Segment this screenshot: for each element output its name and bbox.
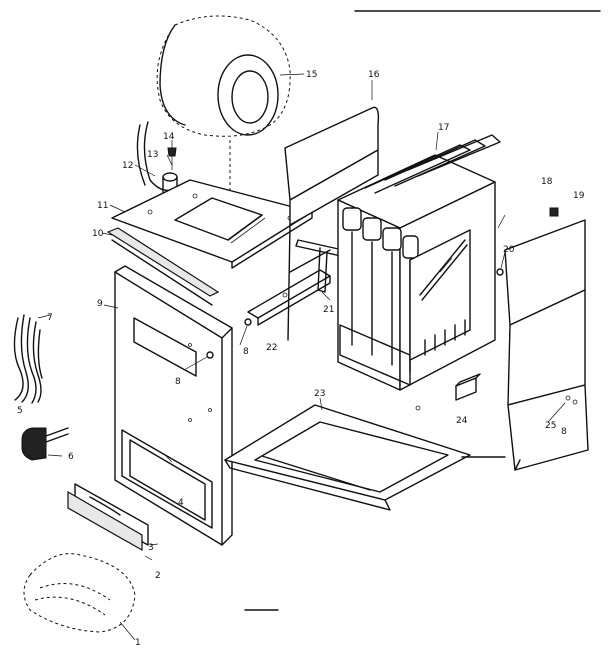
callout-18: 18 xyxy=(541,177,553,187)
callout-10: 10 xyxy=(92,229,104,239)
screw-left xyxy=(183,351,214,371)
retainer-clip xyxy=(549,207,559,217)
callout-8-center: 8 xyxy=(243,347,249,357)
callout-25: 25 xyxy=(545,421,556,431)
wiring-harness xyxy=(13,314,51,404)
callout-7: 7 xyxy=(47,313,53,323)
filter-door xyxy=(67,483,149,552)
cabinet-front-panel xyxy=(114,265,233,546)
callout-24: 24 xyxy=(456,416,468,426)
callout-19: 19 xyxy=(573,191,585,201)
callout-8-left: 8 xyxy=(175,377,181,387)
top-panel xyxy=(111,179,313,269)
leader-lines xyxy=(101,154,506,561)
callout-16: 16 xyxy=(368,70,380,80)
callout-11: 11 xyxy=(97,201,108,211)
callout-15: 15 xyxy=(306,70,317,80)
callout-22: 22 xyxy=(266,343,277,353)
sight-glass-block xyxy=(455,373,481,401)
heat-exchanger xyxy=(337,131,501,411)
callout-8-right: 8 xyxy=(561,427,567,437)
callout-2: 2 xyxy=(155,571,161,581)
junction-box xyxy=(21,427,69,461)
rear-panel xyxy=(284,80,380,341)
air-filter xyxy=(23,553,136,641)
callout-14: 14 xyxy=(163,132,175,142)
callout-23: 23 xyxy=(314,389,325,399)
callout-17: 17 xyxy=(438,123,449,133)
callout-12: 12 xyxy=(122,161,133,171)
callout-20: 20 xyxy=(503,245,515,255)
callout-5: 5 xyxy=(17,406,23,416)
callout-13: 13 xyxy=(147,150,158,160)
callout-6: 6 xyxy=(68,452,74,462)
callout-21: 21 xyxy=(323,305,334,315)
callout-3: 3 xyxy=(148,543,154,553)
side-screw xyxy=(496,251,506,276)
bottom-panel xyxy=(224,397,471,511)
callout-1: 1 xyxy=(135,638,141,648)
screw-center xyxy=(239,318,252,346)
callout-9: 9 xyxy=(97,299,103,309)
callout-labels: 1 2 3 4 5 6 7 8 8 8 9 10 11 12 13 14 15 … xyxy=(17,70,585,648)
filter-rail xyxy=(106,227,220,306)
side-panel xyxy=(504,219,589,471)
callout-4: 4 xyxy=(178,498,184,508)
